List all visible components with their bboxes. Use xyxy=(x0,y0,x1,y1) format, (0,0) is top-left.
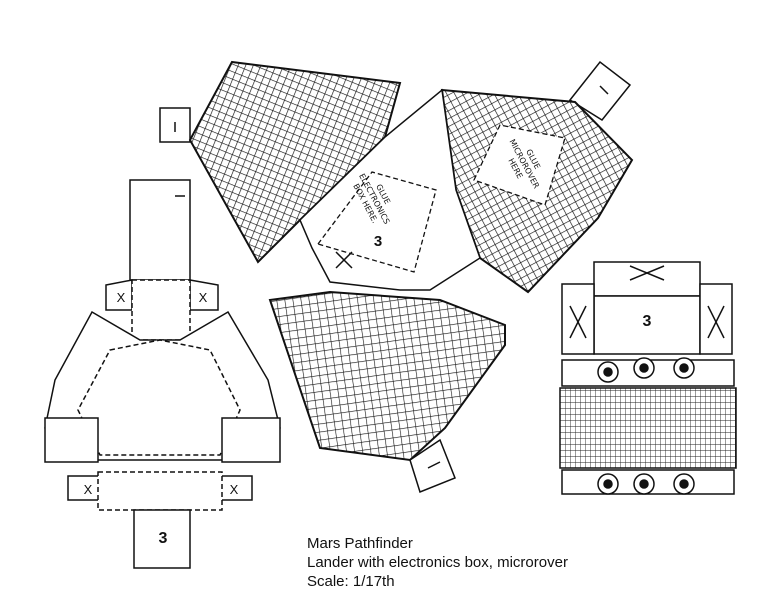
part-number-rover: 3 xyxy=(643,313,652,330)
x-mark-top-right: X xyxy=(199,290,208,305)
caption-subtitle: Lander with electronics box, microrover xyxy=(307,554,568,571)
x-mark-top-left: X xyxy=(117,290,126,305)
lander-base-panel xyxy=(299,88,481,291)
part-number-lander: 3 xyxy=(159,530,168,547)
petal-bottom xyxy=(268,290,506,493)
microrover-net xyxy=(559,261,737,495)
x-mark-bottom-right: X xyxy=(230,482,239,497)
part-number-box: 3 xyxy=(374,233,382,250)
caption-title: Mars Pathfinder xyxy=(307,535,413,552)
lander-box-net xyxy=(44,179,281,569)
caption-scale: Scale: 1/17th xyxy=(307,573,395,590)
caption-block: Mars Pathfinder Lander with electronics … xyxy=(307,534,568,591)
x-mark-bottom-left: X xyxy=(84,482,93,497)
microrover-x-marks xyxy=(569,265,725,339)
